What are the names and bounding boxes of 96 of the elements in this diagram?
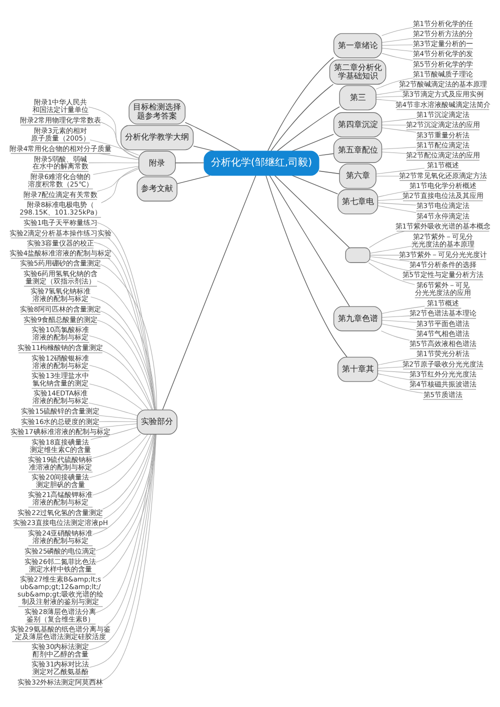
connector [96, 222, 156, 410]
node-box: 实验部分 [136, 410, 178, 435]
connector [376, 78, 414, 90]
connector [90, 296, 156, 410]
connector [96, 168, 139, 192]
connector [382, 320, 416, 323]
connector [376, 99, 397, 102]
connector [93, 242, 156, 410]
connector [370, 259, 412, 272]
connector [382, 118, 416, 122]
connector [370, 254, 400, 256]
connector [102, 350, 152, 410]
node-box: 第三 [339, 85, 376, 110]
connector [274, 175, 350, 248]
connector [162, 175, 256, 410]
connector [292, 175, 338, 194]
node-box: 分析化学(邹继红,司毅) [204, 150, 320, 176]
node-box: 第九章色谱 [333, 306, 382, 332]
connector [370, 256, 410, 262]
connector [90, 140, 140, 156]
connector [89, 364, 149, 410]
connector [96, 280, 156, 410]
connector [378, 198, 404, 201]
node-box: 第一章绪论 [333, 33, 382, 58]
connector [98, 423, 138, 428]
node-box: 第五章配位 [333, 138, 382, 163]
connector [378, 366, 404, 369]
connector [378, 358, 416, 366]
node-box: 参考文献 [136, 176, 178, 202]
connector [378, 370, 410, 373]
connector [378, 380, 424, 394]
connector [382, 38, 413, 43]
connector [90, 427, 138, 440]
connector [382, 324, 416, 330]
connector [370, 246, 412, 254]
connector [382, 44, 413, 46]
connector [92, 434, 152, 496]
connector [184, 122, 241, 152]
connector [382, 128, 416, 132]
connector [88, 162, 140, 164]
connector [382, 53, 413, 61]
connector [266, 175, 348, 358]
connector [92, 434, 141, 458]
connector [378, 202, 416, 206]
node-box [345, 247, 370, 263]
connector [276, 106, 340, 152]
connector [100, 310, 156, 410]
connector [378, 190, 411, 198]
connector [95, 434, 156, 614]
connector [376, 96, 404, 98]
connector [378, 373, 414, 381]
node-box: 第四章沉淀 [333, 112, 382, 138]
connector [376, 89, 412, 96]
connector [380, 330, 410, 340]
connector [92, 166, 140, 175]
connector [100, 264, 158, 410]
connector [382, 152, 406, 154]
node-box: 分析化学教学大纲 [120, 125, 194, 150]
connector [382, 316, 410, 318]
connector [382, 124, 406, 126]
connector [382, 48, 413, 52]
connector [102, 434, 156, 578]
connector [96, 320, 155, 410]
connector [100, 167, 140, 204]
connector [89, 384, 142, 410]
connector [382, 146, 416, 150]
node-box: 第六章 [339, 164, 376, 189]
connector [368, 262, 416, 285]
connector [382, 27, 414, 36]
connector [88, 336, 153, 410]
connector [376, 168, 425, 174]
connector [269, 175, 350, 307]
connector [378, 205, 416, 213]
connector [268, 57, 334, 152]
connector [88, 402, 138, 416]
connector [98, 421, 138, 422]
connector [89, 434, 148, 478]
connector [100, 122, 140, 158]
node-box: 第十章其 [338, 356, 378, 382]
node-box: 附录 [138, 150, 176, 176]
connector [106, 434, 156, 626]
connector [92, 434, 155, 535]
connector [88, 106, 140, 159]
connector [176, 175, 210, 184]
connector [382, 306, 425, 314]
connector [292, 134, 334, 152]
node-box: 目标检测选择题参考答案 [128, 99, 186, 124]
connector [98, 415, 138, 420]
connector [318, 170, 340, 174]
connector [102, 434, 156, 681]
connector [270, 84, 334, 152]
connector [175, 162, 204, 164]
connector [369, 230, 405, 248]
connector [318, 153, 334, 156]
node-box: 第七章电 [338, 189, 378, 214]
node-box: 第二章分析化学基础知识 [329, 60, 386, 85]
